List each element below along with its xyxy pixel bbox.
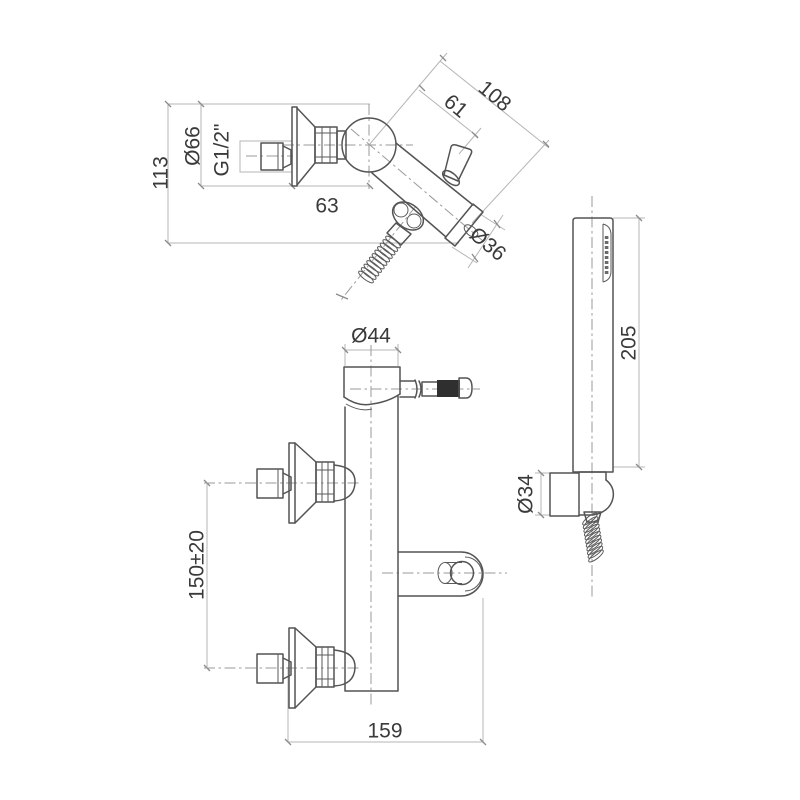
dim-handle-length-205: 205 bbox=[618, 325, 641, 360]
spiral-hose bbox=[582, 512, 604, 563]
dim-body-diameter-44: Ø44 bbox=[351, 325, 391, 348]
dim-overall-width-159: 159 bbox=[367, 720, 402, 743]
dim-body-length-108: 108 bbox=[474, 76, 516, 116]
top-cap bbox=[343, 366, 401, 398]
hose-cone-fitting bbox=[386, 222, 412, 246]
front-view: Ø44 150±20 159 bbox=[186, 325, 507, 746]
hand-shower-view: 205 Ø34 bbox=[515, 196, 645, 597]
mixer-front-body bbox=[256, 366, 484, 709]
side-view-labels: 113 Ø66 G1/2" 63 61 108 Ø36 bbox=[150, 76, 516, 266]
hand-shower-body bbox=[549, 217, 615, 563]
wall-plate bbox=[291, 106, 298, 187]
spray-nozzles bbox=[604, 236, 609, 274]
dim-thread-g12: G1/2" bbox=[211, 124, 234, 177]
front-view-centerlines bbox=[204, 345, 507, 707]
dim-height-113: 113 bbox=[150, 156, 173, 189]
dim-flange-diameter-66: Ø66 bbox=[182, 126, 205, 166]
body-cartridge bbox=[344, 395, 399, 692]
mixer-side-body bbox=[260, 106, 484, 284]
hose-outlet-port bbox=[449, 560, 475, 586]
knurled-grip bbox=[437, 380, 460, 397]
hand-shower-labels: 205 Ø34 bbox=[515, 325, 641, 513]
neck bbox=[336, 130, 347, 160]
escutcheon-cone bbox=[296, 107, 316, 186]
dim-wall-to-axis-63: 63 bbox=[315, 195, 338, 218]
outlet-boss bbox=[397, 551, 484, 597]
dim-holder-diameter-34: Ø34 bbox=[515, 474, 538, 514]
side-view-centerlines bbox=[246, 104, 484, 301]
inclined-body bbox=[371, 142, 474, 238]
wall-holder bbox=[549, 471, 615, 517]
dim-inlet-spacing-150: 150±20 bbox=[186, 530, 209, 600]
lever-handle-front bbox=[399, 377, 473, 399]
spray-face bbox=[602, 223, 612, 283]
shower-wand bbox=[572, 217, 614, 473]
supply-stub bbox=[260, 142, 284, 171]
lever-handle-side bbox=[443, 144, 473, 182]
ball-joint bbox=[341, 117, 397, 173]
hand-shower-dimension-lines bbox=[535, 214, 645, 519]
upper-wall-connection bbox=[256, 442, 356, 524]
lower-wall-connection bbox=[256, 627, 356, 709]
hose-coupling-nut bbox=[391, 201, 425, 231]
side-view-dimension-lines bbox=[164, 52, 550, 269]
outlet-port bbox=[463, 224, 479, 238]
flexible-hose bbox=[358, 235, 401, 284]
body-end-cap bbox=[444, 203, 484, 247]
dim-axis-to-lever-61: 61 bbox=[439, 90, 472, 123]
side-view: 113 Ø66 G1/2" 63 61 108 Ø36 bbox=[150, 52, 550, 301]
front-view-labels: Ø44 150±20 159 bbox=[186, 325, 403, 743]
lever-tip bbox=[458, 377, 473, 399]
